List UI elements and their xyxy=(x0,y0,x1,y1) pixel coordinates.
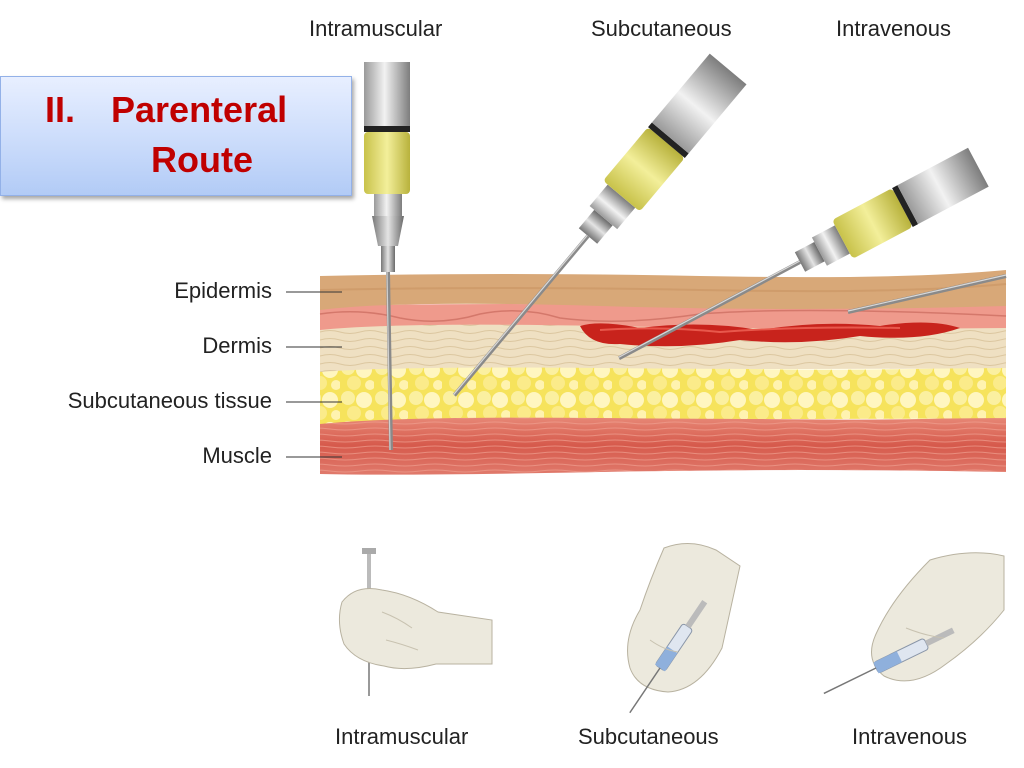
intravenous-hand-illustration xyxy=(823,552,1005,695)
layer-label-muscle: Muscle xyxy=(202,443,272,468)
bottom-label-subcutaneous: Subcutaneous xyxy=(578,724,719,749)
subcutaneous-hand-illustration xyxy=(627,543,741,714)
title-numeral: II. xyxy=(45,89,76,130)
title-box: II. Parenteral Route xyxy=(0,76,352,196)
title-line-1: Parenteral xyxy=(111,89,288,130)
bottom-label-intravenous: Intravenous xyxy=(852,724,967,749)
top-label-intravenous: Intravenous xyxy=(836,16,951,41)
top-label-intramuscular: Intramuscular xyxy=(309,16,443,41)
layer-label-subcutaneous-tissue: Subcutaneous tissue xyxy=(67,388,272,413)
subcutaneous-syringe xyxy=(452,53,747,397)
intramuscular-syringe xyxy=(364,62,410,451)
intravenous-needle-tail xyxy=(847,274,1007,314)
bottom-label-intramuscular: Intramuscular xyxy=(335,724,469,749)
intravenous-syringe xyxy=(618,147,989,361)
subcutaneous-fat-layer xyxy=(320,366,1006,424)
intramuscular-hand-illustration xyxy=(338,548,493,696)
top-label-subcutaneous: Subcutaneous xyxy=(591,16,732,41)
layer-label-epidermis: Epidermis xyxy=(174,278,272,303)
layer-label-dermis: Dermis xyxy=(202,333,272,358)
layer-leader-lines xyxy=(286,291,342,458)
title-line-2: Route xyxy=(151,139,253,180)
